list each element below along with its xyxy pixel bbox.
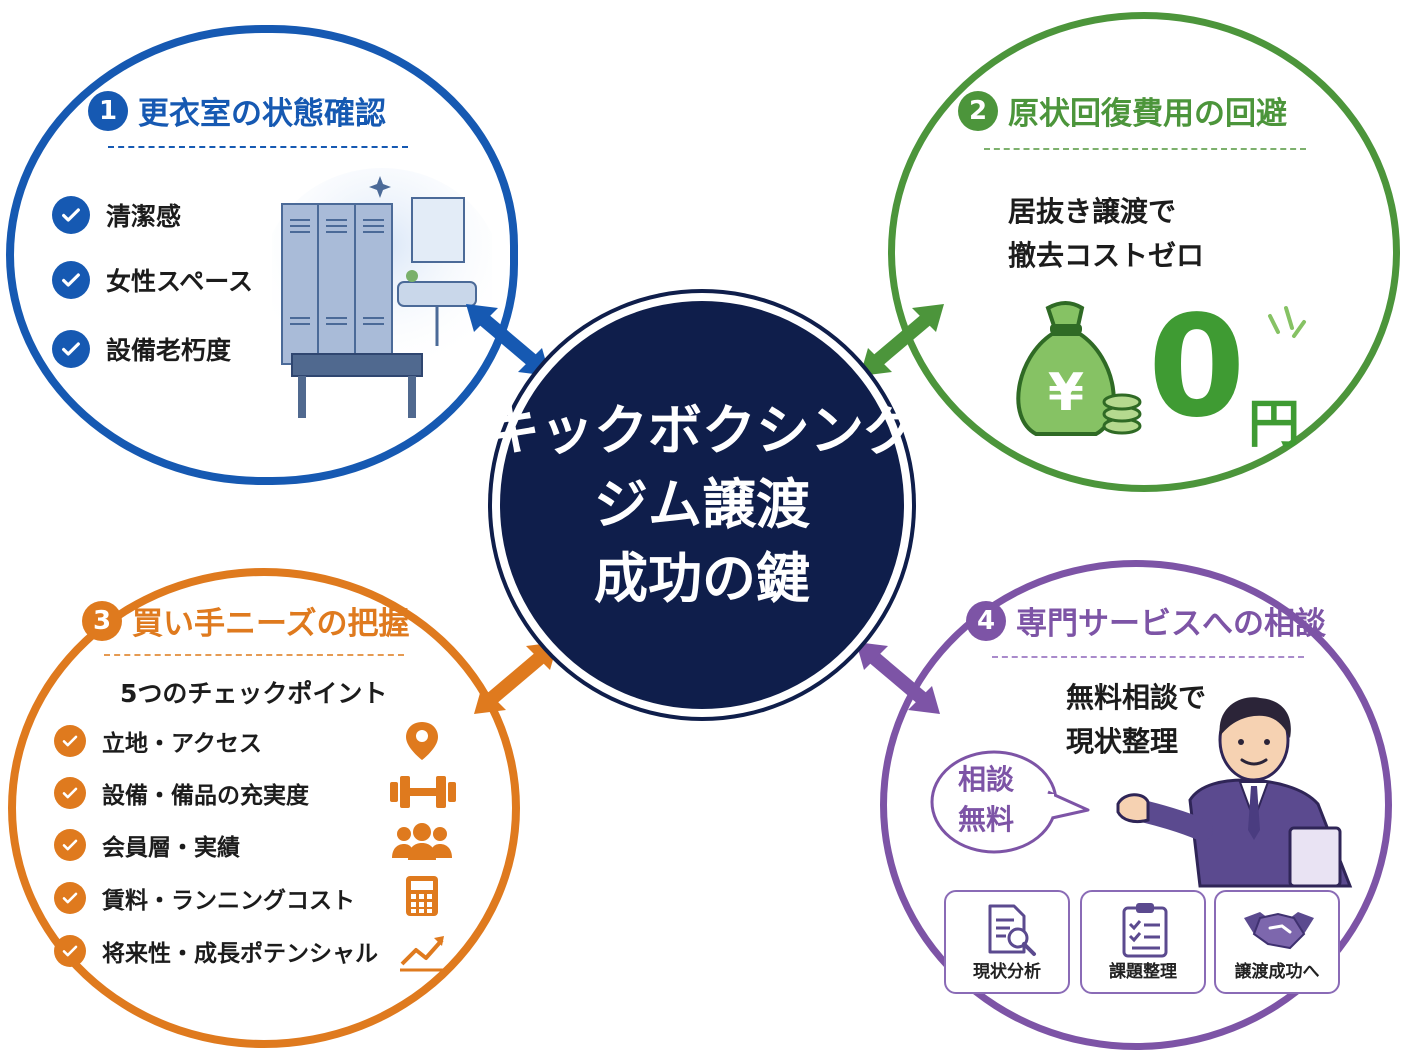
double-arrow-orange bbox=[474, 642, 558, 714]
check-icon bbox=[52, 330, 90, 368]
section-1-item: 清潔感 bbox=[52, 196, 181, 234]
section-4-title: 4 専門サービスへの相談 bbox=[966, 598, 1326, 643]
section-3-item: 将来性・成長ポテンシャル bbox=[54, 934, 378, 968]
section-4-line-2: 現状整理 bbox=[1066, 725, 1179, 758]
zero-amount: 0 bbox=[1148, 286, 1246, 449]
section-4-number: 4 bbox=[966, 600, 1006, 641]
growth-chart-icon bbox=[400, 936, 446, 972]
section-3-item: 立地・アクセス bbox=[54, 724, 262, 758]
calculator-icon bbox=[406, 876, 438, 916]
step-label: 現状分析 bbox=[973, 962, 1041, 982]
step-card: 課題整理 bbox=[1080, 890, 1206, 994]
double-arrow-purple bbox=[856, 642, 940, 714]
section-2-divider bbox=[984, 148, 1306, 150]
section-4-divider bbox=[992, 656, 1304, 658]
section-3-title-text: 買い手ニーズの把握 bbox=[132, 606, 410, 642]
section-2-title-text: 原状回復費用の回避 bbox=[1008, 96, 1287, 132]
check-icon bbox=[54, 725, 86, 757]
check-icon bbox=[54, 882, 86, 914]
check-icon bbox=[54, 777, 86, 809]
section-3-title: 3 買い手ニーズの把握 bbox=[82, 598, 409, 643]
step-card: 現状分析 bbox=[944, 890, 1070, 994]
section-1-title: 1 更衣室の状態確認 bbox=[88, 88, 386, 133]
bubble-text-2: 無料 bbox=[958, 803, 1015, 836]
section-2-title: 2 原状回復費用の回避 bbox=[958, 88, 1287, 133]
section-4-line-1: 無料相談で bbox=[1066, 681, 1207, 714]
section-1-divider bbox=[108, 146, 408, 148]
double-arrow-green bbox=[860, 304, 944, 376]
section-3-divider bbox=[104, 654, 404, 656]
check-icon bbox=[52, 196, 90, 234]
yen-unit: 円 bbox=[1248, 395, 1301, 455]
check-icon bbox=[52, 261, 90, 299]
clipboard-checklist-icon bbox=[1122, 903, 1168, 958]
step-label: 課題整理 bbox=[1109, 962, 1177, 982]
center-title-line-1: キックボクシング bbox=[486, 399, 918, 462]
section-3-subtitle: 5つのチェックポイント bbox=[120, 679, 388, 708]
section-1-item: 女性スペース bbox=[52, 261, 253, 299]
locker-room-illustration bbox=[272, 168, 492, 418]
sparkle-lines-icon bbox=[1268, 306, 1306, 338]
yen-symbol: ¥ bbox=[1048, 363, 1084, 423]
bubble-text-1: 相談 bbox=[958, 763, 1015, 796]
section-2-line-2: 撤去コストゼロ bbox=[1008, 239, 1205, 272]
section-2-number: 2 bbox=[958, 90, 998, 131]
people-icon bbox=[392, 823, 452, 860]
section-3-item: 会員層・実績 bbox=[54, 828, 240, 862]
map-pin-icon bbox=[406, 722, 438, 760]
section-1-item: 設備老朽度 bbox=[52, 330, 231, 368]
section-2-line-1: 居抜き譲渡で bbox=[1008, 195, 1177, 228]
section-3-item: 賃料・ランニングコスト bbox=[54, 881, 355, 915]
check-icon bbox=[54, 935, 86, 967]
double-arrow-blue bbox=[466, 304, 550, 376]
check-icon bbox=[54, 829, 86, 861]
center-title-line-3: 成功の鍵 bbox=[594, 547, 810, 610]
section-1-title-text: 更衣室の状態確認 bbox=[138, 96, 386, 132]
step-card: 譲渡成功へ bbox=[1214, 890, 1340, 994]
document-search-icon bbox=[988, 904, 1036, 956]
dumbbell-icon bbox=[390, 776, 456, 808]
section-3-number: 3 bbox=[82, 600, 122, 641]
money-bag-icon: ¥ bbox=[1016, 301, 1142, 436]
speech-bubble-icon bbox=[930, 750, 1090, 854]
step-label: 譲渡成功へ bbox=[1234, 962, 1320, 982]
center-title-line-2: ジム譲渡 bbox=[594, 473, 810, 536]
section-3-circle bbox=[8, 568, 520, 1048]
section-4-title-text: 専門サービスへの相談 bbox=[1016, 606, 1326, 642]
handshake-icon bbox=[1244, 912, 1314, 950]
section-3-item: 設備・備品の充実度 bbox=[54, 776, 309, 810]
consultant-illustration bbox=[1116, 697, 1353, 888]
section-1-number: 1 bbox=[88, 90, 128, 131]
center-circle: キックボクシング ジム譲渡 成功の鍵 bbox=[486, 293, 918, 717]
